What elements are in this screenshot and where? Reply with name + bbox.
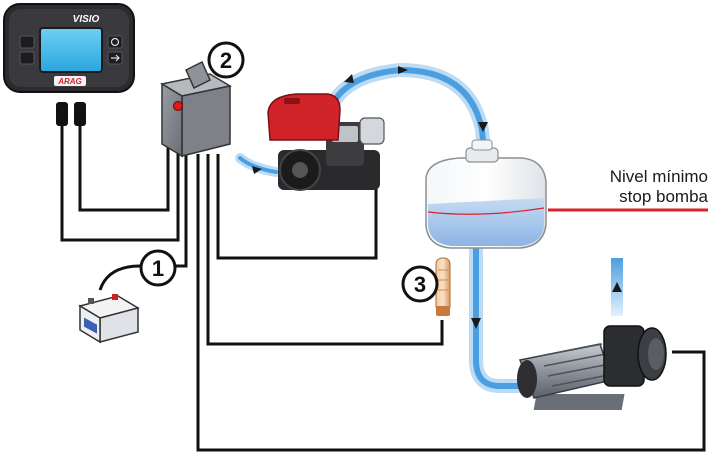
battery	[78, 294, 140, 344]
arrow-right-icon	[111, 54, 120, 62]
battery-label	[84, 317, 97, 334]
tank-min-level-line	[427, 207, 545, 215]
display-connector-left	[56, 102, 68, 126]
visio-display: VISIO ARAG	[3, 3, 135, 126]
display-connector-right	[74, 102, 86, 126]
engine	[267, 93, 385, 191]
level-label-line1: Nivel mínimo	[610, 167, 708, 186]
engine-air-filter	[359, 117, 385, 145]
engine-tank	[267, 93, 341, 141]
arrow-up-1	[344, 74, 354, 83]
battery-terminal-neg	[88, 298, 94, 304]
tank	[425, 139, 547, 249]
box-led	[173, 101, 183, 111]
wire-display-right	[78, 126, 170, 212]
display-logo: ARAG	[57, 77, 82, 86]
display-button-left-top	[19, 35, 35, 49]
tank-liquid	[428, 198, 544, 246]
marker-2: 2	[207, 41, 245, 79]
control-box	[159, 60, 233, 158]
wire-display-left	[60, 126, 180, 242]
wire-filter	[206, 154, 444, 346]
battery-terminal-pos	[112, 294, 118, 300]
svg-text:1: 1	[152, 256, 164, 281]
marker-1: 1	[139, 249, 177, 287]
arrow-inflow	[252, 166, 262, 174]
arrow-right-1	[398, 66, 408, 74]
svg-text:2: 2	[220, 48, 232, 73]
box-switch	[185, 60, 211, 90]
arrow-down-1	[478, 122, 488, 132]
svg-text:3: 3	[414, 272, 426, 297]
wiring	[60, 126, 706, 452]
wire-pump	[196, 154, 706, 452]
display-button-left-bottom	[19, 51, 35, 65]
display-button-right-top	[107, 35, 123, 49]
hose-suction	[469, 239, 529, 393]
refresh-icon	[110, 37, 120, 47]
pump-base	[533, 394, 625, 410]
display-screen	[39, 27, 103, 73]
filter	[435, 257, 451, 316]
flow-arrows	[252, 66, 622, 329]
arrow-up-2	[612, 282, 622, 292]
arrow-down-2	[471, 318, 481, 329]
level-label-line2: stop bomba	[619, 187, 708, 206]
wire-engine	[216, 154, 378, 260]
pump	[517, 325, 667, 410]
marker-3: 3	[401, 265, 439, 303]
display-brand: VISIO	[73, 14, 100, 25]
